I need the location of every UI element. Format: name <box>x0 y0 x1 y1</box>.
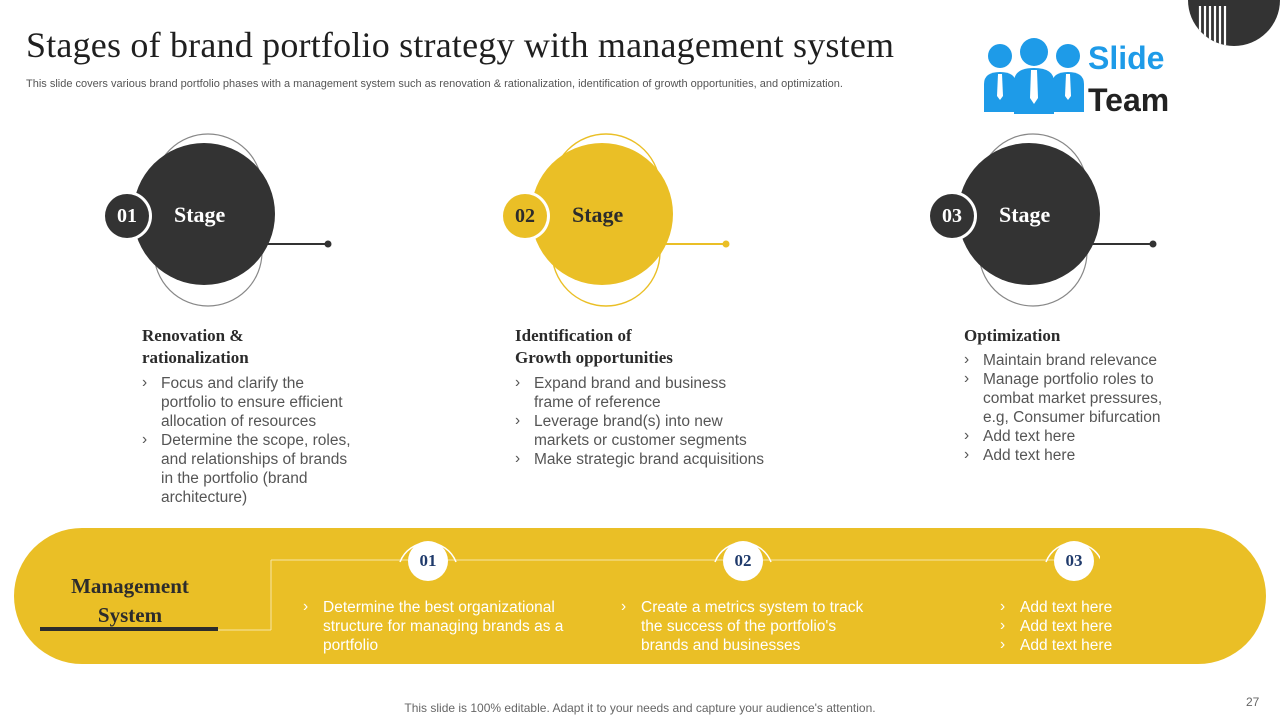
management-step-1-number: 01 <box>408 541 448 581</box>
stage-1-graphic: 01 Stage <box>100 130 400 330</box>
management-step-2-bullets: Create a metrics system to track the suc… <box>621 597 886 655</box>
management-step-1-bullets: Determine the best organizational struct… <box>303 597 573 655</box>
management-step-3-bullets: Add text here Add text here Add text her… <box>1000 597 1180 655</box>
stage-1-label: Stage <box>174 202 226 227</box>
stage-2-number: 02 <box>515 205 535 227</box>
list-item: Add text here <box>1000 635 1180 655</box>
list-item: Determine the scope, roles, and relation… <box>142 430 362 507</box>
stage-2-graphic: 02 Stage <box>498 130 798 330</box>
list-item: Expand brand and business frame of refer… <box>515 373 765 412</box>
list-item: Maintain brand relevance <box>964 350 1164 370</box>
stage-3-number: 03 <box>942 205 962 227</box>
people-group-icon <box>984 38 1084 114</box>
footer-note: This slide is 100% editable. Adapt it to… <box>404 701 876 715</box>
stage-2-label: Stage <box>572 202 624 227</box>
stage-2-heading: Identification of Growth opportunities <box>515 325 775 369</box>
corner-decoration <box>1188 0 1280 46</box>
management-title-line2: System <box>97 603 163 627</box>
stage-3-label: Stage <box>999 202 1051 227</box>
stage-1-heading-line2: rationalization <box>142 348 249 367</box>
management-step-3-number: 03 <box>1054 541 1094 581</box>
list-item: Focus and clarify the portfolio to ensur… <box>142 373 362 431</box>
stage-3-graphic: 03 Stage <box>925 130 1225 330</box>
page-title: Stages of brand portfolio strategy with … <box>26 25 895 65</box>
list-item: Add text here <box>1000 616 1180 636</box>
stage-1-heading: Renovation & rationalization <box>142 325 362 369</box>
stage-1-bullets: Focus and clarify the portfolio to ensur… <box>142 373 362 507</box>
list-item: Manage portfolio roles to combat market … <box>964 369 1164 427</box>
management-title-underline <box>40 627 218 631</box>
management-title-line1: Management <box>71 574 189 598</box>
management-system-title: Management System <box>40 572 220 630</box>
list-item: Add text here <box>964 445 1164 465</box>
stage-3-bullets: Maintain brand relevance Manage portfoli… <box>964 350 1164 465</box>
page-subtitle: This slide covers various brand portfoli… <box>26 78 843 90</box>
list-item: Add text here <box>1000 597 1180 617</box>
list-item: Leverage brand(s) into new markets or cu… <box>515 411 765 450</box>
stage-1-heading-line1: Renovation & <box>142 326 244 345</box>
list-item: Make strategic brand acquisitions <box>515 449 765 469</box>
stage-1-number: 01 <box>117 205 137 227</box>
list-item: Add text here <box>964 426 1164 446</box>
list-item: Create a metrics system to track the suc… <box>621 597 886 655</box>
logo-text-slide: Slide <box>1088 40 1165 76</box>
logo-text-team: Team <box>1088 82 1170 118</box>
stage-3-heading: Optimization <box>964 325 1184 347</box>
stage-2-heading-line2: Growth opportunities <box>515 348 673 367</box>
management-step-2-number: 02 <box>723 541 763 581</box>
page-number: 27 <box>1246 695 1260 709</box>
stage-3-heading-line1: Optimization <box>964 326 1061 345</box>
list-item: Determine the best organizational struct… <box>303 597 573 655</box>
stage-2-bullets: Expand brand and business frame of refer… <box>515 373 765 469</box>
stage-2-heading-line1: Identification of <box>515 326 632 345</box>
